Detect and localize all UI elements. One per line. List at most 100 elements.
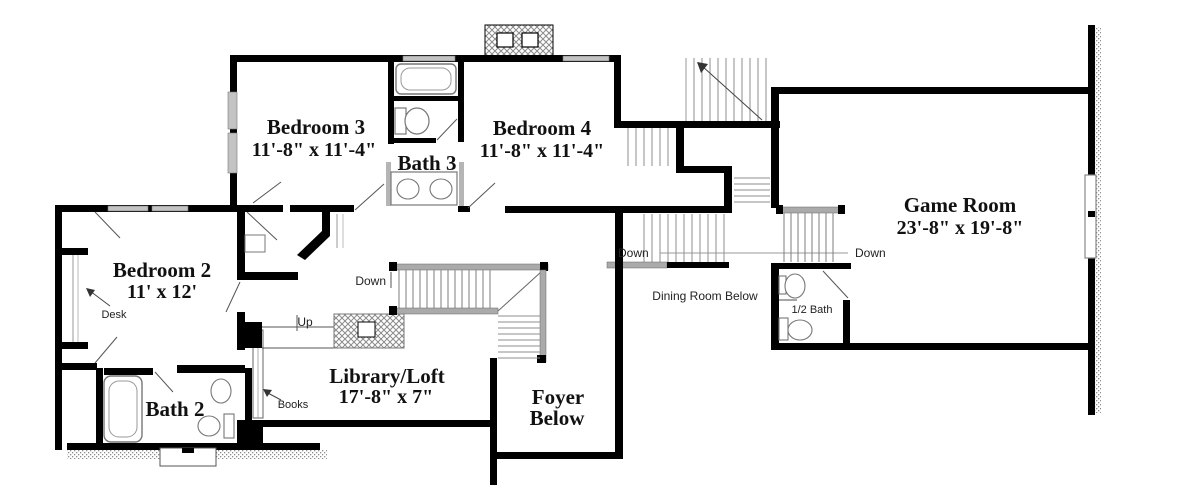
- down-label-west: Down: [355, 274, 386, 288]
- library-loft: [238, 313, 493, 427]
- wall: [614, 55, 621, 128]
- window: [227, 91, 238, 130]
- wall: [771, 343, 1093, 350]
- wall: [490, 358, 497, 485]
- wall: [614, 121, 780, 128]
- window: [562, 55, 610, 62]
- toilet-icon: [197, 415, 221, 437]
- closet-shelf: [244, 234, 266, 253]
- wall: [1088, 258, 1095, 415]
- attic-access-opening: [357, 321, 376, 338]
- main-stairs: [389, 262, 549, 363]
- library-label: Library/Loft: [329, 364, 445, 388]
- wall: [237, 205, 245, 272]
- wall-texture: [1095, 27, 1101, 413]
- wall: [771, 87, 1093, 94]
- wall: [724, 173, 732, 213]
- desk-label: Desk: [101, 309, 127, 321]
- bedroom2-walls: [55, 205, 344, 450]
- porch-texture: [67, 450, 162, 459]
- wall: [771, 263, 779, 350]
- half-bath: [771, 263, 851, 345]
- attic-stairwell: [606, 58, 848, 269]
- chimney: [484, 24, 554, 58]
- door-swing: [246, 211, 278, 241]
- railing-post: [389, 262, 397, 271]
- bathtub-icon: [400, 67, 452, 91]
- foyer-walls: [490, 213, 623, 485]
- down-label-center: Down: [618, 246, 649, 260]
- wall: [55, 205, 62, 450]
- books-label: Books: [278, 399, 309, 411]
- sink-icon: [396, 178, 420, 200]
- wall: [230, 205, 283, 212]
- half-bath-label: 1/2 Bath: [792, 304, 833, 316]
- wall: [252, 420, 493, 427]
- wall: [55, 363, 97, 370]
- bedroom4-label: Bedroom 4: [493, 116, 592, 140]
- desk-arrow: [89, 290, 111, 307]
- sink-icon: [210, 378, 232, 404]
- foyer-label-line2: Below: [530, 406, 586, 430]
- right-exterior-wall: [1084, 25, 1101, 415]
- wall: [505, 206, 731, 213]
- wall: [676, 128, 684, 173]
- stair-treads: [627, 128, 770, 262]
- sink-icon: [429, 178, 453, 200]
- arrowhead: [263, 389, 272, 397]
- wall: [230, 55, 237, 207]
- game-room-dims: 23'-8" x 19'-8": [897, 217, 1024, 239]
- railing-post: [776, 205, 783, 214]
- chimney-body: [484, 24, 554, 58]
- wall: [615, 213, 623, 459]
- library-dims: 17'-8" x 7": [339, 386, 433, 408]
- railing-post: [540, 262, 548, 271]
- door-swing: [225, 281, 241, 313]
- wall: [388, 62, 394, 144]
- sink-cabinet-icon: [778, 317, 789, 341]
- wall: [676, 166, 732, 173]
- door-swing: [436, 118, 458, 141]
- toilet-icon: [404, 107, 430, 135]
- chimney-flue: [496, 32, 514, 48]
- bath2-label: Bath 2: [146, 397, 205, 421]
- wall: [1088, 25, 1095, 175]
- chimney-flue: [521, 32, 539, 48]
- wall: [237, 272, 298, 280]
- railing-post: [389, 306, 397, 315]
- wall: [245, 368, 252, 445]
- wall: [67, 443, 320, 450]
- wall: [96, 368, 103, 445]
- railing: [539, 269, 547, 363]
- down-label-east: Down: [855, 246, 886, 260]
- railing-balusters: [398, 270, 491, 310]
- room-labels: Bedroom 3 11'-8" x 11'-4" Bedroom 4 11'-…: [113, 115, 1023, 430]
- wall: [459, 162, 464, 206]
- bathtub-icon: [395, 63, 457, 95]
- upper-block-walls: [227, 55, 731, 213]
- window: [107, 205, 149, 212]
- bedroom3-label: Bedroom 3: [267, 115, 365, 139]
- toilet-icon: [784, 273, 806, 299]
- floor-edge: [667, 262, 729, 268]
- foyer-label-line1: Foyer: [532, 385, 584, 409]
- railing-post: [537, 355, 546, 363]
- bedroom4-dims: 11'-8" x 11'-4": [480, 140, 604, 162]
- door-swing: [94, 211, 121, 239]
- bedroom3-dims: 11'-8" x 11'-4": [252, 139, 376, 161]
- bathtub-icon: [108, 380, 138, 438]
- toilet-icon: [223, 413, 235, 439]
- up-label: Up: [297, 315, 313, 329]
- wall: [182, 448, 194, 453]
- wall: [458, 62, 464, 142]
- wall: [843, 300, 850, 345]
- door-swing: [822, 270, 849, 299]
- sink-icon: [787, 319, 813, 341]
- game-room-walls: [771, 87, 1093, 350]
- bedroom2-dims: 11' x 12': [127, 281, 197, 303]
- railing: [778, 206, 841, 214]
- toilet-icon: [394, 107, 407, 135]
- bathtub-icon: [103, 375, 143, 443]
